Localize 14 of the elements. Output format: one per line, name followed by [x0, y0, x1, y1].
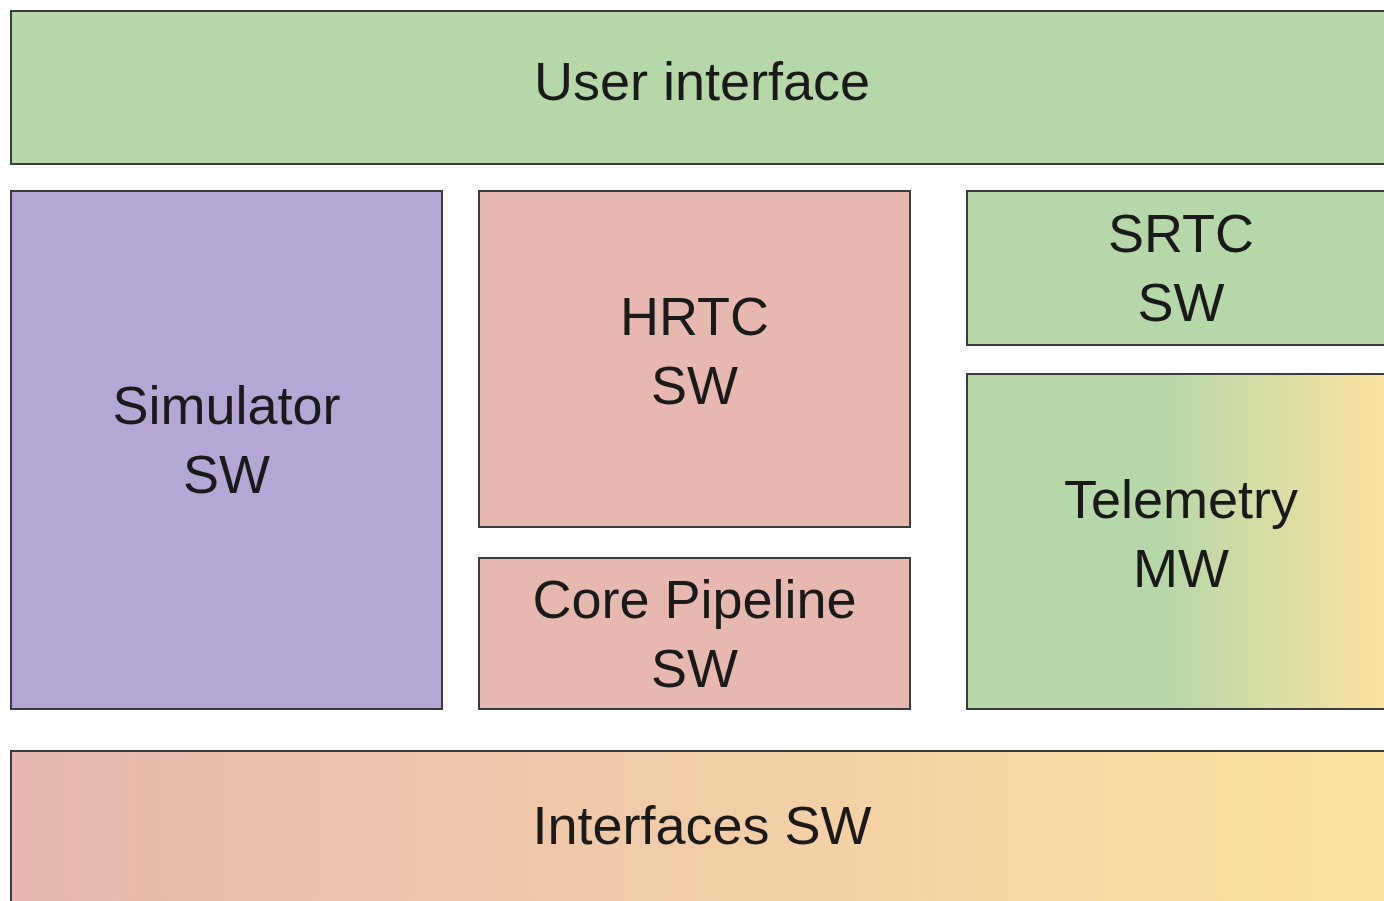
block-label: Simulator SW: [111, 374, 342, 506]
software-block: [10, 190, 443, 710]
block-label: Interfaces SW: [532, 793, 872, 857]
block-label: Core Pipeline SW: [531, 567, 858, 700]
block-label: SRTC SW: [1107, 202, 1255, 334]
block-label: User interface: [533, 50, 871, 114]
software-block: [478, 190, 911, 528]
block-label: Telemetry MW: [1062, 467, 1300, 600]
software-block: [966, 373, 1384, 710]
software-block: [966, 190, 1384, 346]
layer-bar: [10, 10, 1384, 165]
software-block: [478, 557, 911, 710]
block-label: HRTC SW: [619, 285, 770, 417]
layer-bar: [10, 750, 1384, 901]
